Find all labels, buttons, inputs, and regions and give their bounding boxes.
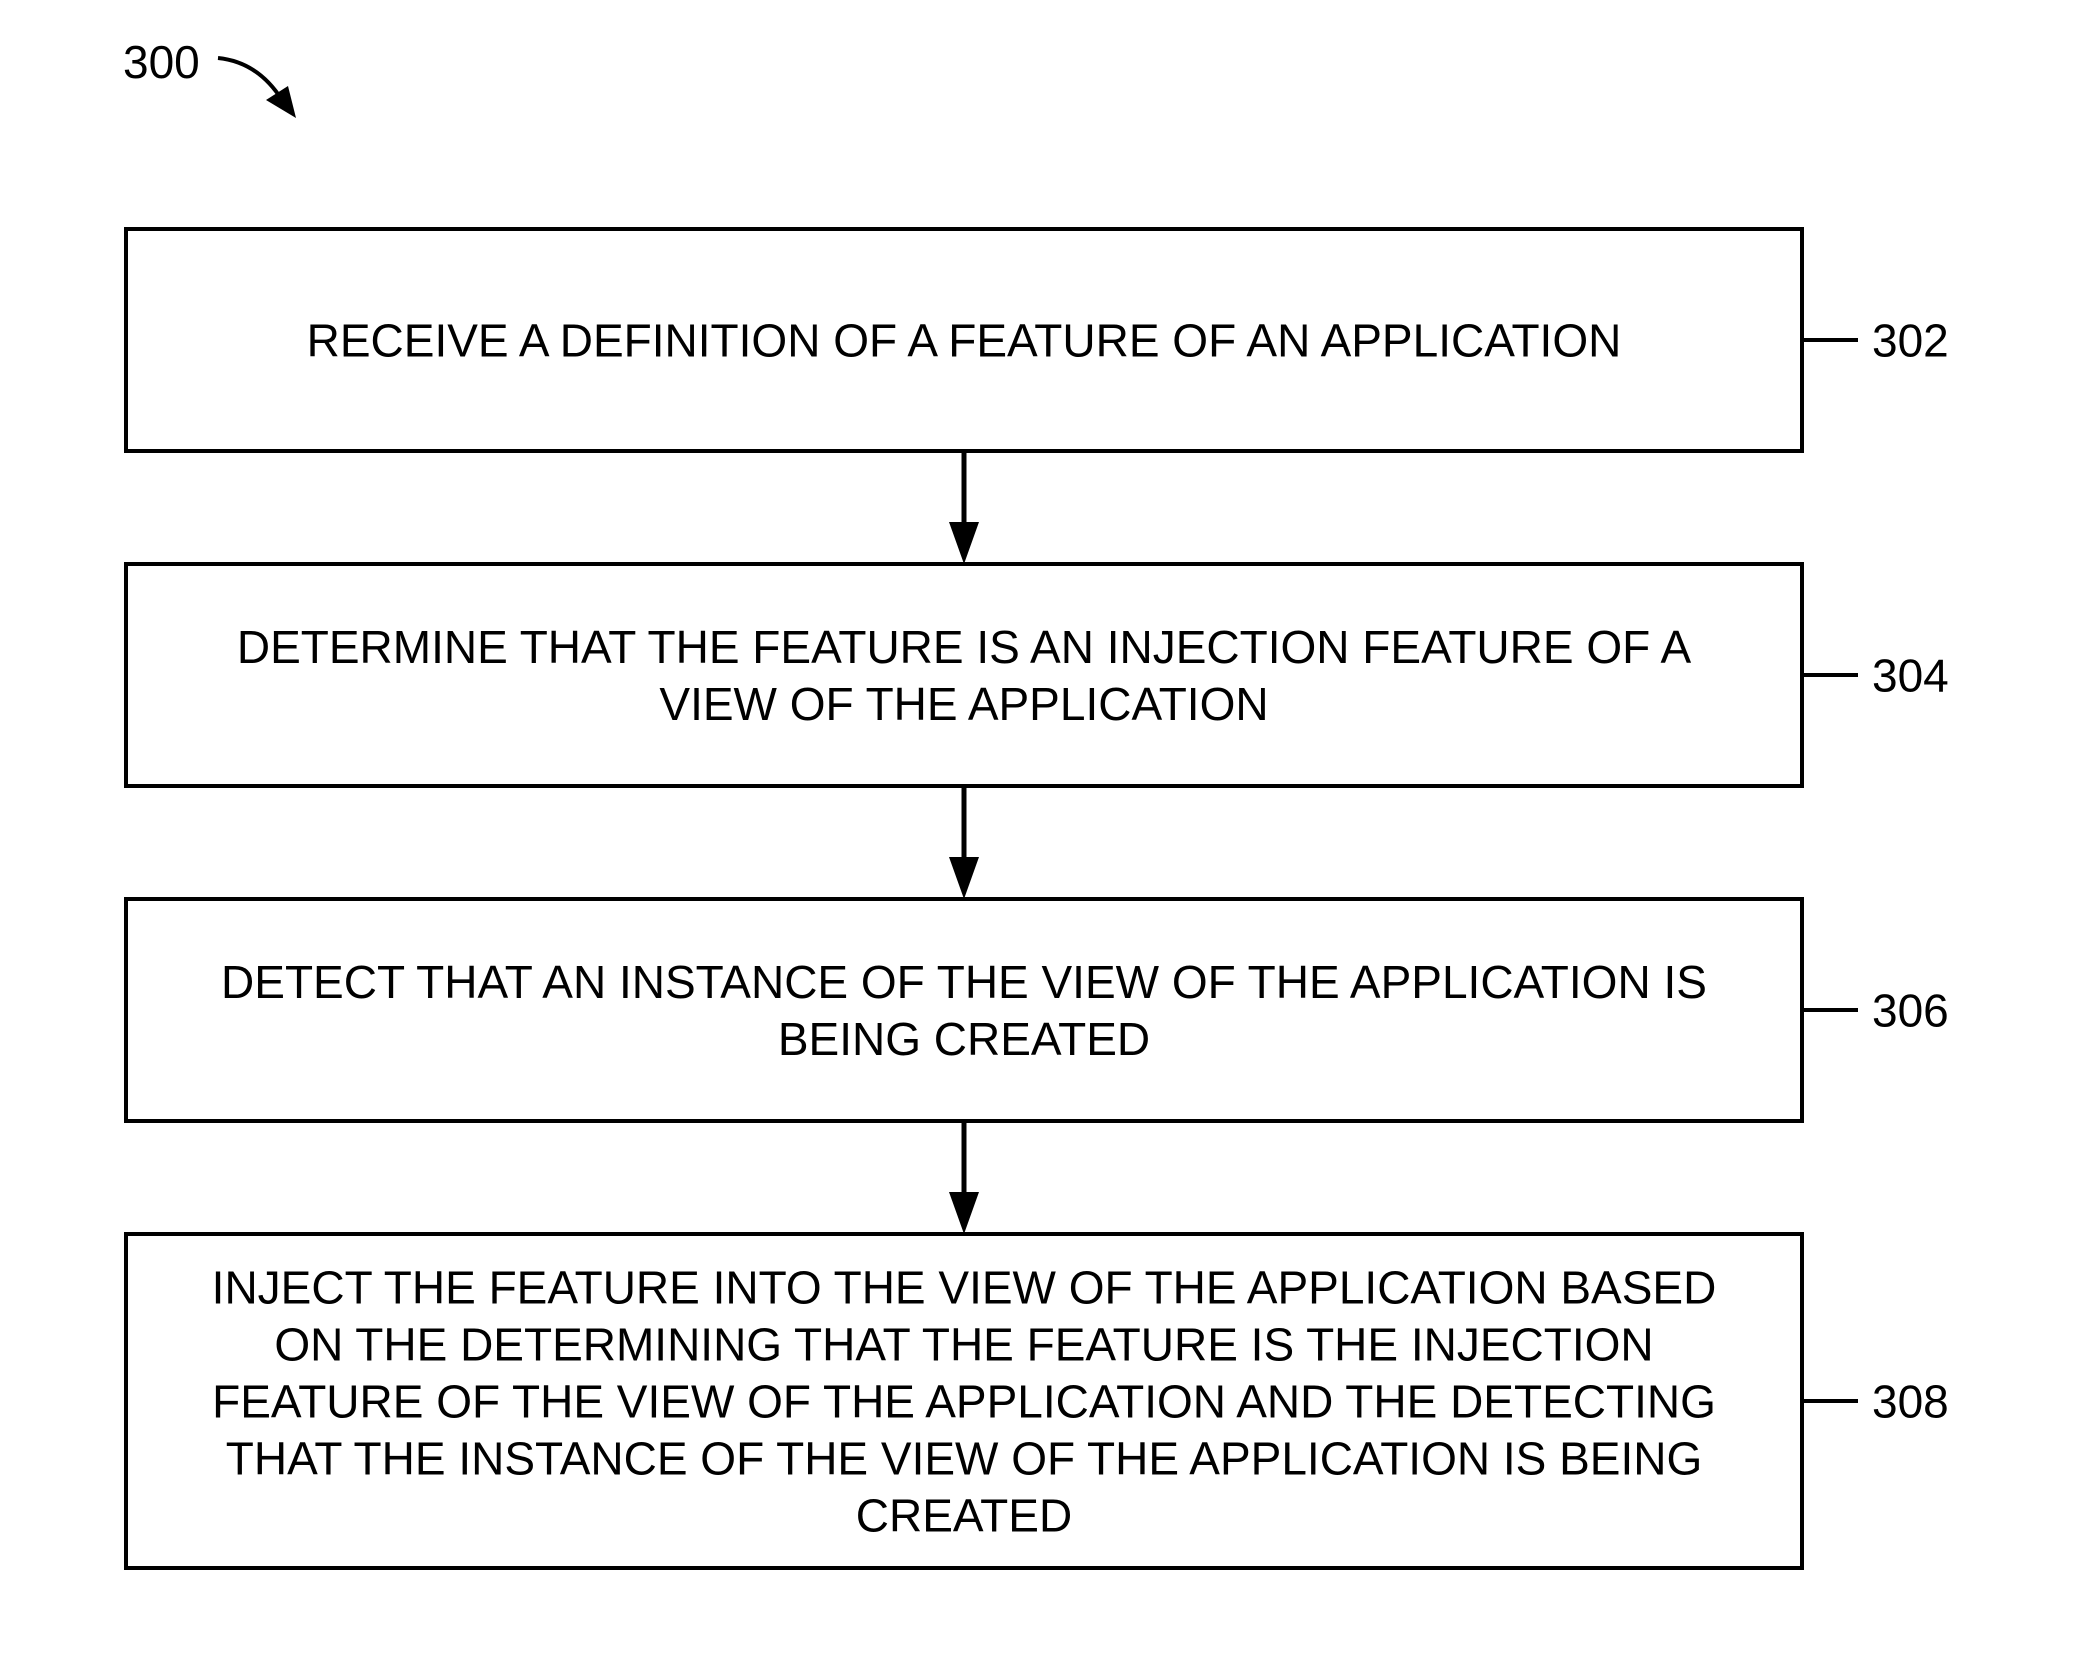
step-text-line: THAT THE INSTANCE OF THE VIEW OF THE APP…: [226, 1433, 1703, 1485]
connector-arrow: [949, 451, 979, 564]
steps-layer: RECEIVE A DEFINITION OF A FEATURE OF AN …: [126, 229, 1949, 1568]
figure-reference: 300: [123, 36, 296, 118]
step-302: RECEIVE A DEFINITION OF A FEATURE OF AN …: [126, 229, 1949, 451]
step-text-line: DETERMINE THAT THE FEATURE IS AN INJECTI…: [237, 621, 1692, 673]
step-box: [126, 899, 1802, 1121]
step-text-line: BEING CREATED: [778, 1013, 1150, 1065]
step-text-line: ON THE DETERMINING THAT THE FEATURE IS T…: [274, 1319, 1653, 1371]
step-text-line: VIEW OF THE APPLICATION: [659, 678, 1268, 730]
step-text-line: DETECT THAT AN INSTANCE OF THE VIEW OF T…: [221, 956, 1707, 1008]
step-text-line: CREATED: [856, 1490, 1072, 1542]
step-reference-label: 306: [1872, 985, 1949, 1037]
step-text-line: FEATURE OF THE VIEW OF THE APPLICATION A…: [212, 1376, 1716, 1428]
connector-arrowhead: [949, 522, 979, 564]
step-reference-label: 302: [1872, 315, 1949, 367]
step-reference-label: 304: [1872, 650, 1949, 702]
step-reference-label: 308: [1872, 1376, 1949, 1428]
step-text-line: INJECT THE FEATURE INTO THE VIEW OF THE …: [212, 1262, 1717, 1314]
figure-reference-arrow: [218, 58, 282, 100]
step-box: [126, 564, 1802, 786]
step-304: DETERMINE THAT THE FEATURE IS AN INJECTI…: [126, 564, 1949, 786]
step-308: INJECT THE FEATURE INTO THE VIEW OF THE …: [126, 1234, 1949, 1568]
step-306: DETECT THAT AN INSTANCE OF THE VIEW OF T…: [126, 899, 1949, 1121]
step-text-line: RECEIVE A DEFINITION OF A FEATURE OF AN …: [307, 315, 1622, 367]
connector-arrowhead: [949, 1192, 979, 1234]
connector-arrowhead: [949, 857, 979, 899]
connector-arrow: [949, 1121, 979, 1234]
figure-reference-label: 300: [123, 36, 200, 88]
figure-reference-arrowhead: [266, 86, 296, 118]
connector-arrow: [949, 786, 979, 899]
